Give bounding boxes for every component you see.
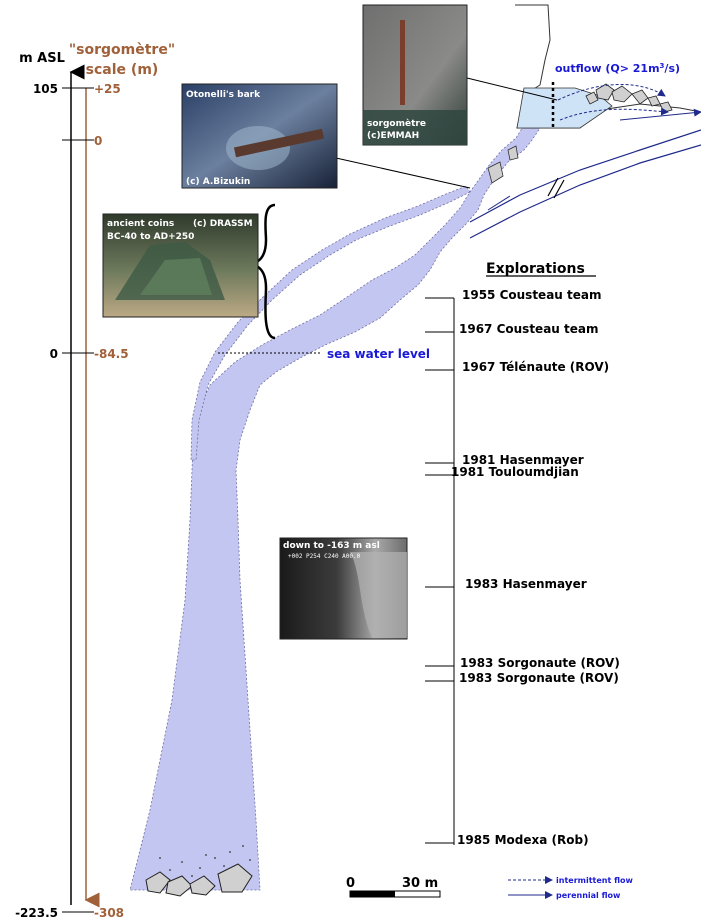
coins-line2: BC-40 to AD+250 [107,232,194,242]
photo-sorgometre: sorgomètre (c)EMMAH [362,4,468,146]
exploration-item: 1981 Touloumdjian [451,465,579,479]
scale-bar-zero: 0 [346,876,355,891]
sorgo-tick-minus84: -84.5 [94,347,129,361]
sorgometre-title: sorgomètre [367,118,426,129]
exploration-item: 1967 Télénaute (ROV) [462,360,609,374]
asl-tick-0: 0 [50,347,58,361]
callout-lines [218,77,558,354]
exploration-item: 1955 Cousteau team [462,288,601,302]
coins-credit: (c) DRASSM [193,219,253,229]
asl-axis-title: m ASL [19,51,65,66]
sorgo-axis-title-1: "sorgomètre" [69,42,175,58]
flow-legend: intermittent flow perennial flow [508,876,634,900]
asl-tick-min: -223.5 [15,906,58,920]
cave-conduit [129,94,549,897]
legend-intermittent: intermittent flow [556,876,634,885]
scale-bar: 0 30 m [346,876,441,898]
photo-deep: down to -163 m asl +002 P254 C240 A00.0 [279,537,408,640]
otonelli-credit: (c) A.Bizukin [186,177,250,187]
photo-otonelli: Otonelli's bark (c) A.Bizukin [181,83,338,189]
sorgo-tick-0: 0 [94,134,102,148]
sorgo-tick-plus25: +25 [94,82,121,96]
exploration-item: 1983 Sorgonaute (ROV) [459,671,619,685]
axis-ticks [62,87,94,913]
exploration-item: 1981 Hasenmayer [462,453,584,467]
deep-overlay: +002 P254 C240 A00.0 [288,553,361,560]
explorations-timeline: Explorations 1955 Cousteau team 1967 Cous… [425,261,620,847]
legend-perennial: perennial flow [556,891,621,900]
exploration-item: 1985 Modexa (Rob) [457,833,589,847]
scale-bar-length: 30 m [402,876,438,891]
sorgometre-credit: (c)EMMAH [367,131,419,141]
exploration-item: 1983 Hasenmayer [465,577,587,591]
explorations-heading: Explorations [486,261,585,277]
outflow-label: outflow (Q> 21m3/s) [555,62,680,75]
sorgo-axis-title-2: scale (m) [86,62,159,78]
deep-title: down to -163 m asl [283,541,380,551]
flow-arrows [469,83,701,239]
photo-coins: ancient coins (c) DRASSM BC-40 to AD+250 [102,213,259,318]
exploration-item: 1967 Cousteau team [459,322,598,336]
sorgo-tick-min: -308 [94,906,124,920]
otonelli-title: Otonelli's bark [186,90,261,100]
coins-line1: ancient coins [107,219,174,229]
sea-level-label: sea water level [327,347,430,361]
exploration-item: 1983 Sorgonaute (ROV) [460,656,620,670]
asl-tick-105: 105 [33,82,58,96]
